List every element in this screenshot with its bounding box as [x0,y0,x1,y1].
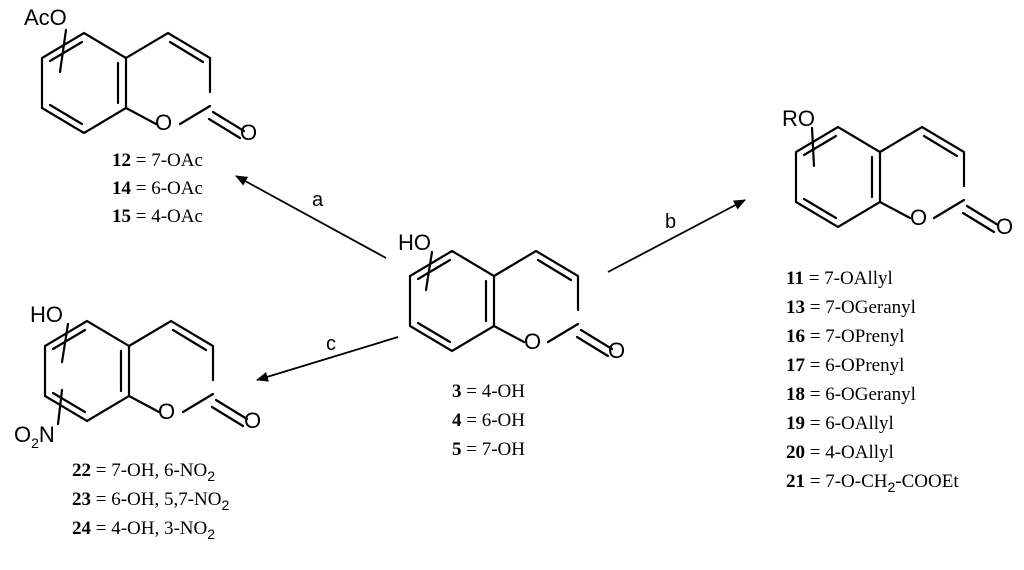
arrow-b: b [607,199,746,273]
compound-label: 19 = 6-OAllyl [786,413,894,434]
compound-label: 14 = 6-OAc [112,178,203,199]
acetate-structure: AcO O O [24,5,257,145]
carbonyl-oxygen: O [608,338,625,363]
step-label-c: c [326,333,336,355]
carbonyl-oxygen: O [240,120,257,145]
nitro-structure: HO O2N O O [14,302,261,451]
compound-label: 11 = 7-OAllyl [786,268,893,289]
ether-list: 11 = 7-OAllyl 13 = 7-OGeranyl 16 = 7-OPr… [786,268,959,495]
hydroxy-group: HO [30,302,63,327]
compound-label: 23 = 6-OH, 5,7-NO2 [72,489,230,513]
ring-oxygen: O [155,110,172,135]
acetoxy-group: AcO [24,5,67,30]
compound-label: 3 = 4-OH [452,381,525,402]
ring-oxygen: O [158,399,175,424]
compound-label: 18 = 6-OGeranyl [786,384,916,405]
compound-label: 4 = 6-OH [452,410,525,431]
compound-label: 12 = 7-OAc [112,150,203,171]
compound-label: 17 = 6-OPrenyl [786,355,904,376]
hydroxycoumarin-list: 3 = 4-OH 4 = 6-OH 5 = 7-OH [452,381,525,460]
ether-structure: RO O O [782,106,1013,239]
ring-oxygen: O [524,329,541,354]
compound-label: 5 = 7-OH [452,439,525,460]
hydroxycoumarin-structure: HO O O [398,230,625,363]
compound-label: 24 = 4-OH, 3-NO2 [72,518,215,542]
nitro-group: O2N [14,422,55,451]
compound-label: 22 = 7-OH, 6-NO2 [72,460,215,484]
alkoxy-group: RO [782,106,815,131]
acetate-list: 12 = 7-OAc 14 = 6-OAc 15 = 4-OAc [112,150,203,227]
compound-label: 13 = 7-OGeranyl [786,297,916,318]
carbonyl-oxygen: O [244,408,261,433]
step-label-b: b [665,211,676,233]
compound-label: 16 = 7-OPrenyl [786,326,904,347]
ring-oxygen: O [910,205,927,230]
compound-label: 20 = 4-OAllyl [786,442,894,463]
arrow-c: c [256,333,399,382]
compound-label: 15 = 4-OAc [112,206,203,227]
nitro-list: 22 = 7-OH, 6-NO2 23 = 6-OH, 5,7-NO2 24 =… [72,460,230,542]
carbonyl-oxygen: O [996,214,1013,239]
compound-label: 21 = 7-O-CH2-COOEt [786,471,959,495]
step-label-a: a [312,189,324,211]
hydroxy-group: HO [398,230,431,255]
arrow-a: a [235,175,387,259]
